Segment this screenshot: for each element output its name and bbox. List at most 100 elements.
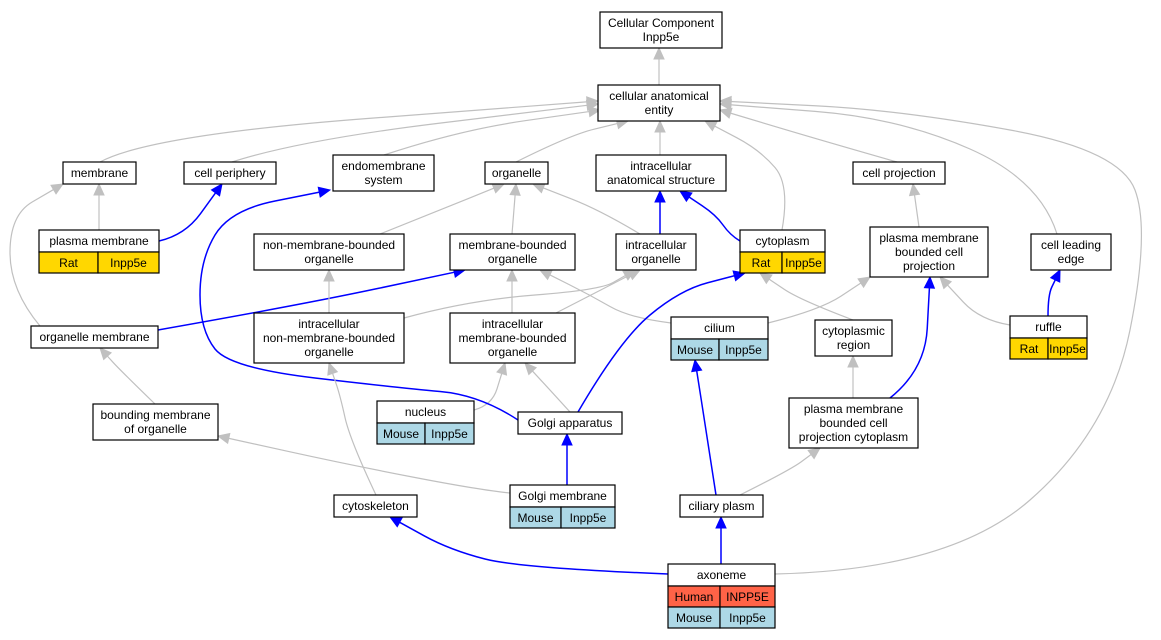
species-label: Mouse <box>676 611 712 625</box>
gene-label: INPP5E <box>726 590 769 604</box>
edge-intra-org-to-ias <box>654 189 666 234</box>
species-label: Mouse <box>383 427 419 441</box>
edge-cytoplasm-to-ias <box>678 190 741 242</box>
node-inmbo[interactable]: intracellularnon-membrane-boundedorganel… <box>253 312 405 364</box>
species-label: Mouse <box>517 511 553 525</box>
gene-label: Inpp5e <box>785 256 822 270</box>
node-label: intracellular <box>298 317 359 331</box>
edge-golgi-to-imbo <box>524 362 571 413</box>
node-label: plasma membrane <box>49 234 149 248</box>
edge-axoneme-to-ciliary-plasm <box>715 515 727 564</box>
edge-cytoskeleton-to-inmbo <box>327 361 377 496</box>
gene-label: Inpp5e <box>570 511 607 525</box>
node-label: membrane <box>71 166 129 180</box>
node-label: edge <box>1058 252 1085 266</box>
node-label: axoneme <box>697 568 747 582</box>
edge-ruffle-to-pmbcp <box>939 276 1011 326</box>
node-label: anatomical structure <box>607 173 715 187</box>
node-label: cell leading <box>1041 238 1101 252</box>
node-label: endomembrane <box>341 159 425 173</box>
node-label: organelle membrane <box>39 330 149 344</box>
node-label: projection cytoplasm <box>799 430 908 444</box>
node-label: organelle <box>304 345 354 359</box>
gene-label: Inpp5e <box>725 343 762 357</box>
species-label: Rat <box>752 256 771 270</box>
edge-org-membrane-to-membrane <box>9 183 65 327</box>
edge-imbo-to-mbo <box>506 268 518 313</box>
node-label: Golgi membrane <box>518 489 607 503</box>
edge-ias-to-cae <box>654 119 666 155</box>
node-label: intracellular <box>625 238 686 252</box>
edges-layer <box>9 46 1143 575</box>
edge-plasma-membrane-to-cell-periphery <box>158 183 223 242</box>
edge-bmo-to-org-membrane <box>99 347 156 405</box>
node-label: Golgi apparatus <box>528 416 613 430</box>
node-label: cilium <box>704 321 735 335</box>
node-org-membrane[interactable]: organelle membrane <box>30 325 159 349</box>
node-cytoskeleton[interactable]: cytoskeleton <box>333 494 418 518</box>
gene-label: Inpp5e <box>1049 342 1086 356</box>
node-label: organelle <box>631 252 681 266</box>
edge-cae-to-root <box>653 46 665 85</box>
annotation-row: Mouse Inpp5e <box>670 338 769 361</box>
edge-membrane-to-cae <box>99 96 600 163</box>
node-cell-periphery[interactable]: cell periphery <box>183 161 277 185</box>
node-membrane[interactable]: membrane <box>62 161 137 185</box>
node-cell-projection[interactable]: cell projection <box>852 161 946 185</box>
node-label: non-membrane-bounded <box>263 331 395 345</box>
node-label: organelle <box>488 345 538 359</box>
node-golgi[interactable]: Golgi apparatus <box>517 411 623 435</box>
node-label: ciliary plasm <box>688 499 754 513</box>
node-label: cellular anatomical <box>609 89 708 103</box>
node-label: organelle <box>304 252 354 266</box>
edge-ruffle-to-cell-leading-edge <box>1047 268 1061 317</box>
species-label: Mouse <box>677 343 713 357</box>
edge-axoneme-to-cae <box>718 95 1143 575</box>
node-label: bounded cell <box>895 245 963 259</box>
node-organelle[interactable]: organelle <box>484 161 549 185</box>
node-label: nucleus <box>405 405 446 419</box>
node-label: Inpp5e <box>643 30 680 44</box>
node-label: membrane-bounded <box>458 238 566 252</box>
node-label: membrane-bounded <box>458 331 566 345</box>
edge-cilium-to-pmbcp <box>767 276 872 324</box>
node-ciliary-plasm[interactable]: ciliary plasm <box>679 494 764 518</box>
node-label: system <box>364 173 402 187</box>
node-label: of organelle <box>124 422 187 436</box>
node-label: intracellular <box>630 159 691 173</box>
gene-label: Inpp5e <box>110 256 147 270</box>
annotation-row: Rat Inpp5e <box>739 251 826 274</box>
node-label: region <box>837 338 870 352</box>
node-label: intracellular <box>482 317 543 331</box>
species-label: Rat <box>59 256 78 270</box>
edge-pmbcp-to-cell-projection <box>908 182 921 228</box>
node-label: ruffle <box>1035 320 1062 334</box>
gene-label: Inpp5e <box>729 611 766 625</box>
annotation-row: Mouse Inpp5e <box>667 606 776 629</box>
edge-golgi-to-endomembrane <box>199 186 519 421</box>
edge-inmbo-to-intra-org <box>403 269 637 319</box>
